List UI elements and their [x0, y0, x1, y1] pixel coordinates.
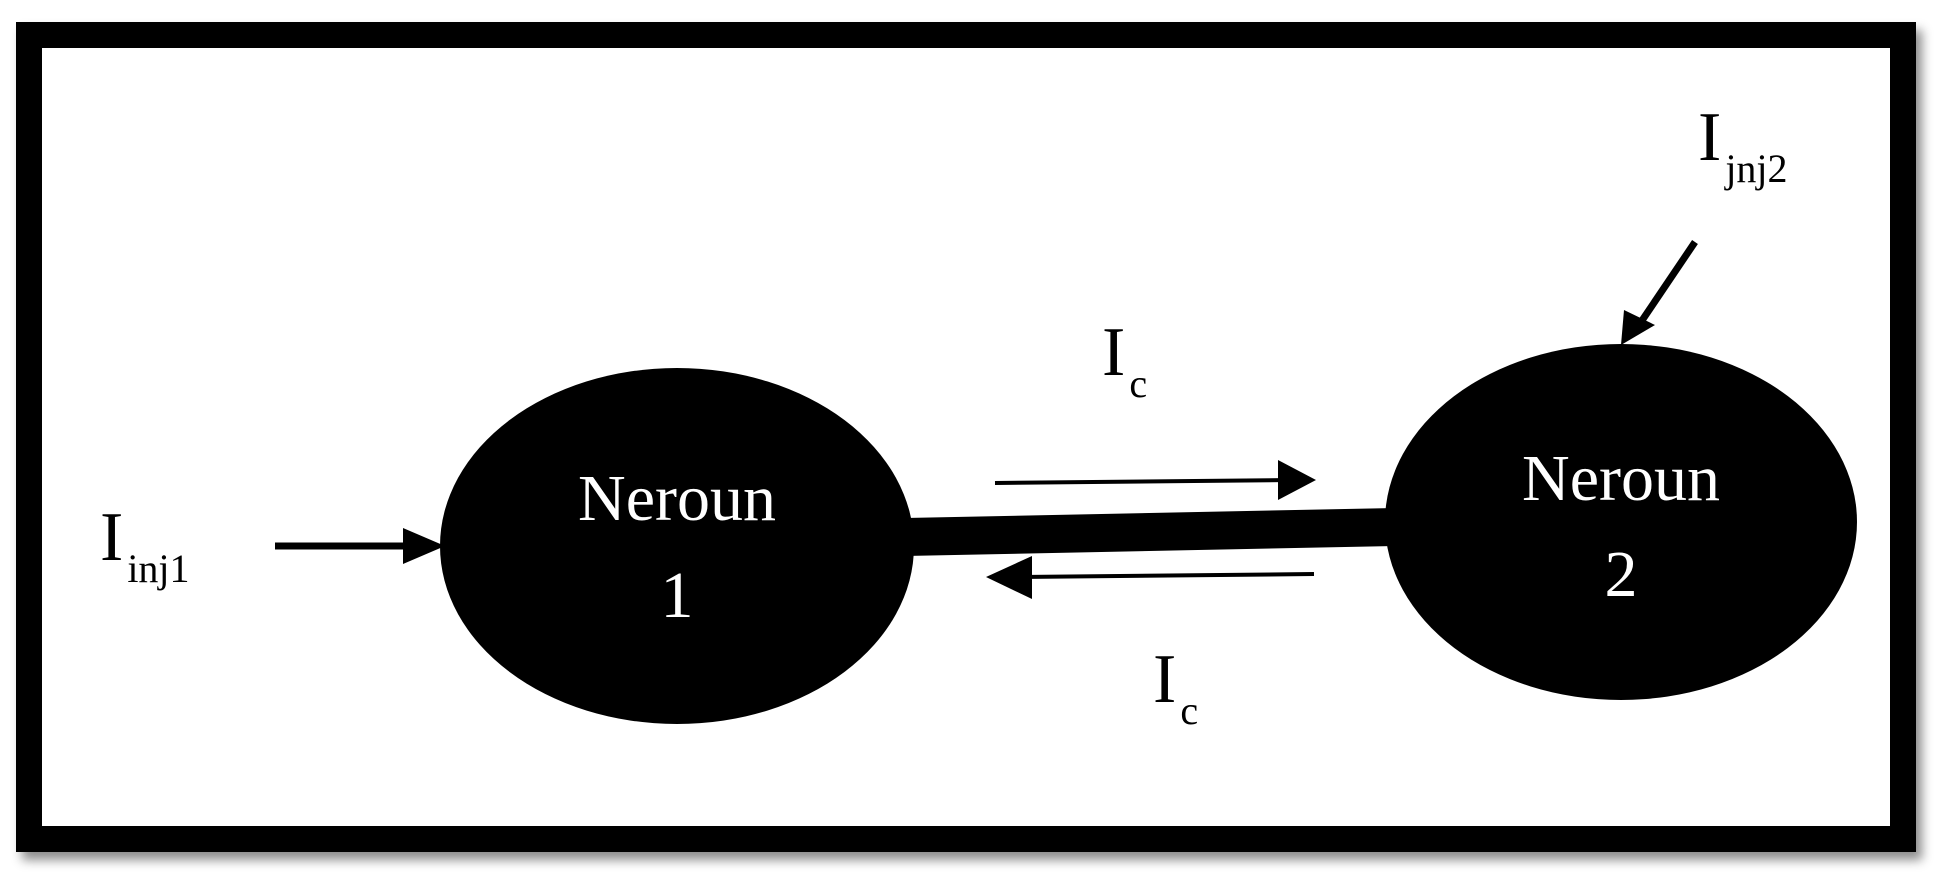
- neuron-1-label: Neroun: [578, 462, 776, 535]
- input-inj1-arrow: [275, 528, 445, 564]
- neuron-1-node: [440, 368, 914, 724]
- coupling-backward-arrow: [986, 556, 1315, 599]
- neuron-1-number: 1: [661, 559, 694, 632]
- coupling-link: [905, 508, 1395, 556]
- input-jnj2-arrow: [1621, 240, 1698, 345]
- neuron-2-number: 2: [1605, 538, 1638, 611]
- neuron-2-label: Neroun: [1522, 442, 1720, 515]
- neuron-2-node: [1385, 344, 1857, 700]
- coupling-forward-arrow: [994, 460, 1316, 500]
